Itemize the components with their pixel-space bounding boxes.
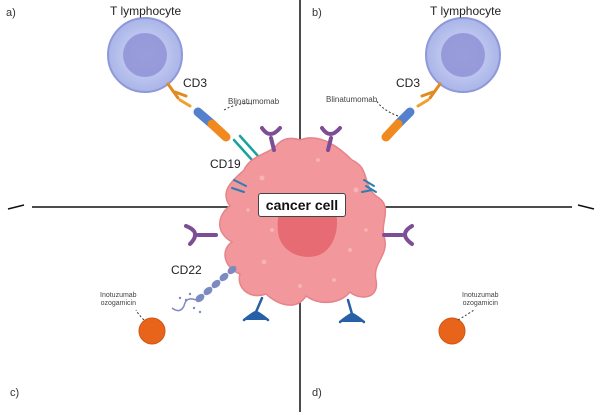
- cd3-receptor-left: [166, 82, 192, 108]
- cd22-dots: [178, 292, 202, 314]
- quadrant-label-d: d): [312, 387, 322, 399]
- blinatumomab-left: [193, 107, 231, 142]
- divider-dash-right: [577, 204, 595, 210]
- purple-receptor-top-right: [320, 126, 342, 152]
- purple-receptor-left: [184, 224, 218, 246]
- inotuzumab-label-right-line2: ozogamicin: [462, 300, 498, 308]
- t-lymphocyte-right: [425, 17, 501, 93]
- teal-receptor-left: [231, 179, 247, 193]
- t-lymphocyte-left: [107, 17, 183, 93]
- blue-receptor-bottom-right: [338, 298, 366, 324]
- blinatumomab-right: [381, 107, 415, 142]
- cd3-receptor-right: [416, 82, 442, 108]
- cd3-label-left: CD3: [183, 76, 208, 90]
- inotuzumab-label-left-line2: ozogamicin: [100, 300, 136, 308]
- divider-dash-left: [7, 204, 25, 210]
- t-lymphocyte-label-left: T lymphocyte: [110, 4, 182, 18]
- teal-receptor-right: [361, 179, 377, 193]
- quadrant-label-b: b): [312, 7, 322, 19]
- quadrant-label-c: c): [10, 387, 20, 399]
- cancer-cell: [219, 137, 387, 306]
- pointer-inotuzumab-right: [457, 309, 475, 321]
- pointer-inotuzumab-left: [135, 309, 145, 321]
- blinatumomab-label-right: Blinatumomab: [326, 95, 378, 104]
- t-lymphocyte-label-right: T lymphocyte: [430, 4, 502, 18]
- purple-receptor-right: [382, 224, 414, 246]
- pointer-blinatumomab-right: [375, 99, 399, 117]
- cd22-strand: [171, 298, 197, 312]
- cd19-label: CD19: [210, 157, 241, 171]
- cd22-label: CD22: [171, 263, 202, 277]
- cd3-label-right: CD3: [396, 76, 421, 90]
- inotuzumab-label-left: Inotuzumab ozogamicin: [100, 292, 137, 308]
- cd22-receptor: [195, 265, 237, 303]
- inotuzumab-sphere-left: [138, 317, 166, 345]
- blue-receptor-bottom-left: [242, 296, 270, 322]
- quadrant-label-a: a): [6, 7, 16, 19]
- purple-receptor-top-left: [260, 126, 282, 152]
- inotuzumab-label-left-line1: Inotuzumab: [100, 292, 137, 299]
- inotuzumab-label-right-line1: Inotuzumab: [462, 292, 499, 299]
- cancer-cell-label: cancer cell: [258, 193, 346, 217]
- blinatumomab-label-left: Blinatumomab: [228, 97, 280, 106]
- inotuzumab-sphere-right: [438, 317, 466, 345]
- inotuzumab-label-right: Inotuzumab ozogamicin: [462, 292, 499, 308]
- cd19-receptor: [232, 134, 260, 162]
